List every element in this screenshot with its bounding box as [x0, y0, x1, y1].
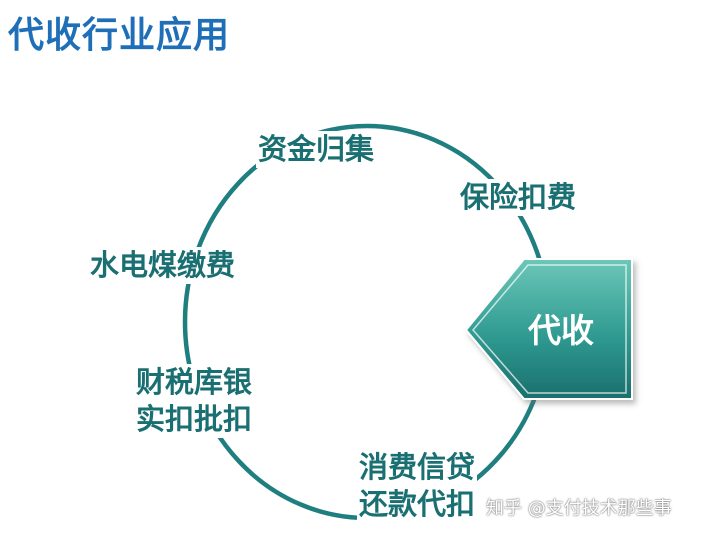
node-tax-bank-line2: 实扣批扣 [136, 402, 253, 436]
node-utility-payment: 水电煤缴费 [88, 247, 238, 284]
node-consumer-credit-line1: 消费信贷 [359, 450, 476, 484]
page-title: 代收行业应用 [8, 15, 231, 56]
node-consumer-credit: 消费信贷 还款代扣 [357, 449, 478, 523]
center-arrow-shape [464, 258, 633, 400]
node-consumer-credit-line2: 还款代扣 [359, 487, 476, 521]
watermark: 知乎 @支付技术那些事 [486, 498, 672, 519]
node-insurance-deduction: 保险扣费 [458, 179, 579, 216]
node-fund-collection: 资金归集 [256, 131, 377, 168]
node-tax-bank-line1: 财税库银 [136, 365, 253, 399]
node-tax-bank: 财税库银 实扣批扣 [134, 364, 255, 438]
center-label: 代收 [528, 311, 594, 350]
